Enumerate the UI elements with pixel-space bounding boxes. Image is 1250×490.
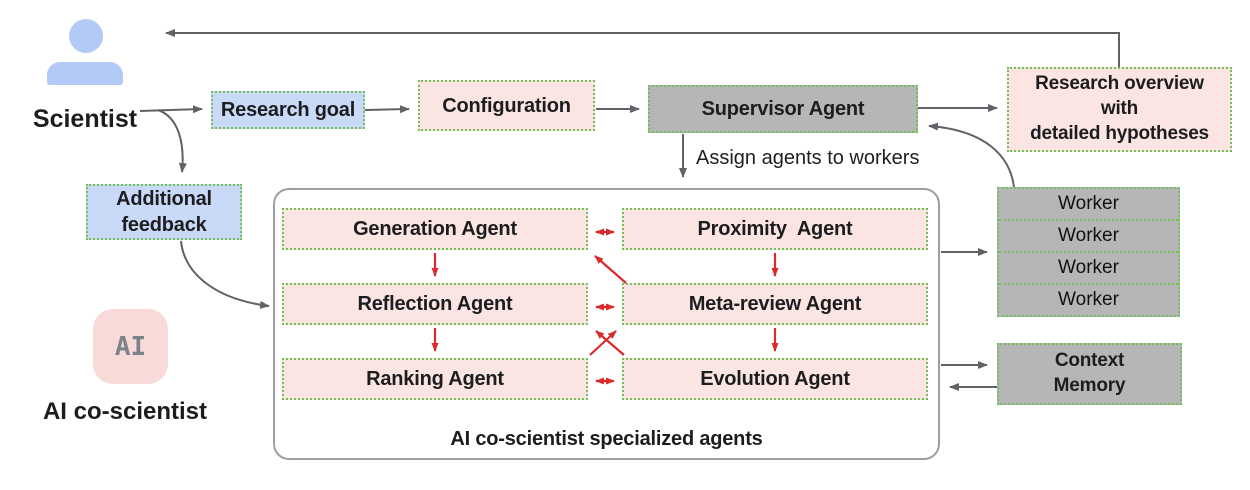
supervisor-agent-box: Supervisor Agent: [648, 85, 918, 133]
research-goal-box: Research goal: [211, 91, 365, 129]
generation-agent-box: Generation Agent: [282, 208, 588, 250]
ai-chip-text: AI: [114, 331, 147, 362]
arrow-scientist-to-additional-feedback: [157, 109, 187, 173]
proximity-agent-box: Proximity Agent: [622, 208, 928, 250]
scientist-icon-body: [47, 62, 123, 85]
worker-cell: Worker: [1058, 193, 1119, 214]
arrow-research-goal-to-configuration: [364, 105, 410, 114]
arrow-overview-to-scientist: [165, 29, 1120, 67]
scientist-icon-head: [69, 19, 103, 53]
worker-stack: Worker Worker Worker Worker: [997, 187, 1180, 317]
ai-chip-icon: AI: [93, 309, 168, 384]
ai-co-scientist-label: AI co-scientist: [42, 398, 208, 425]
arrow-feedback-to-agents: [180, 240, 270, 309]
specialized-agents-caption: AI co-scientist specialized agents: [450, 428, 763, 450]
scientist-label: Scientist: [32, 105, 138, 133]
context-memory-box: Context Memory: [997, 343, 1182, 405]
ranking-agent-box: Ranking Agent: [282, 358, 588, 400]
evolution-agent-box: Evolution Agent: [622, 358, 928, 400]
worker-cell: Worker: [999, 251, 1178, 283]
meta-review-agent-box: Meta-review Agent: [622, 283, 928, 325]
assign-agents-label: Assign agents to workers: [696, 147, 920, 169]
arrow-worker-to-supervisor: [928, 122, 1015, 188]
worker-cell: Worker: [999, 283, 1178, 315]
configuration-box: Configuration: [418, 80, 595, 131]
reflection-agent-box: Reflection Agent: [282, 283, 588, 325]
additional-feedback-box: Additional feedback: [86, 184, 242, 240]
research-overview-box: Research overview with detailed hypothes…: [1007, 67, 1232, 152]
worker-cell: Worker: [999, 219, 1178, 251]
